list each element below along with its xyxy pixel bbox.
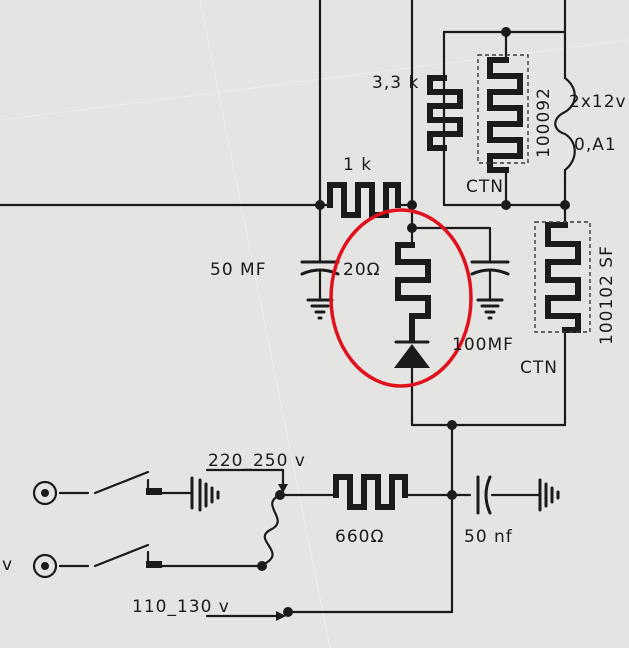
ground-symbol <box>538 478 560 512</box>
resistor-1k <box>327 182 401 218</box>
wires <box>0 0 567 618</box>
label-r-3k3: 3,3 k <box>372 73 419 93</box>
label-v: v <box>2 555 13 575</box>
ctn-thermistor-2 <box>534 221 591 333</box>
label-tap-220: 220_250 v <box>208 451 306 471</box>
label-ctn2-part: 100102 SF <box>597 245 617 345</box>
capacitor-50nf <box>476 475 492 515</box>
label-c-50mf: 50 MF <box>210 260 266 280</box>
label-ctn2: CTN <box>520 358 558 378</box>
switch-contact <box>146 561 162 568</box>
label-r-660: 660Ω <box>335 527 384 547</box>
tap-arrow-220 <box>278 484 288 493</box>
lamp-coil <box>554 76 576 180</box>
junction-nodes <box>257 27 570 617</box>
switch-contact <box>146 488 162 495</box>
label-c-50nf: 50 nf <box>464 527 513 547</box>
label-lamp-current: 0,A1 <box>574 135 617 155</box>
label-tap-110: 110_130 v <box>132 597 230 617</box>
highlight-ellipse <box>329 208 473 388</box>
input-terminal <box>32 480 58 506</box>
resistor-20ohm <box>395 242 431 341</box>
label-ctn1: CTN <box>466 177 504 197</box>
ground-symbol <box>306 298 334 320</box>
label-c-100mf: 100MF <box>452 335 514 355</box>
label-r-1k: 1 k <box>343 155 372 175</box>
diode <box>394 340 430 368</box>
input-terminal <box>32 553 58 579</box>
ctn-thermistor-1 <box>477 54 529 173</box>
resistor-3k3 <box>427 75 463 151</box>
tap-arrow-110 <box>276 611 286 621</box>
capacitor-100mf <box>470 260 510 276</box>
ground-symbol <box>198 478 220 512</box>
label-ctn1-part: 100092 <box>534 87 554 158</box>
label-r-20: 20Ω <box>343 260 381 280</box>
label-lamp: 2x12v <box>569 92 627 112</box>
resistor-660ohm <box>333 474 408 510</box>
ground-symbol <box>476 298 504 320</box>
